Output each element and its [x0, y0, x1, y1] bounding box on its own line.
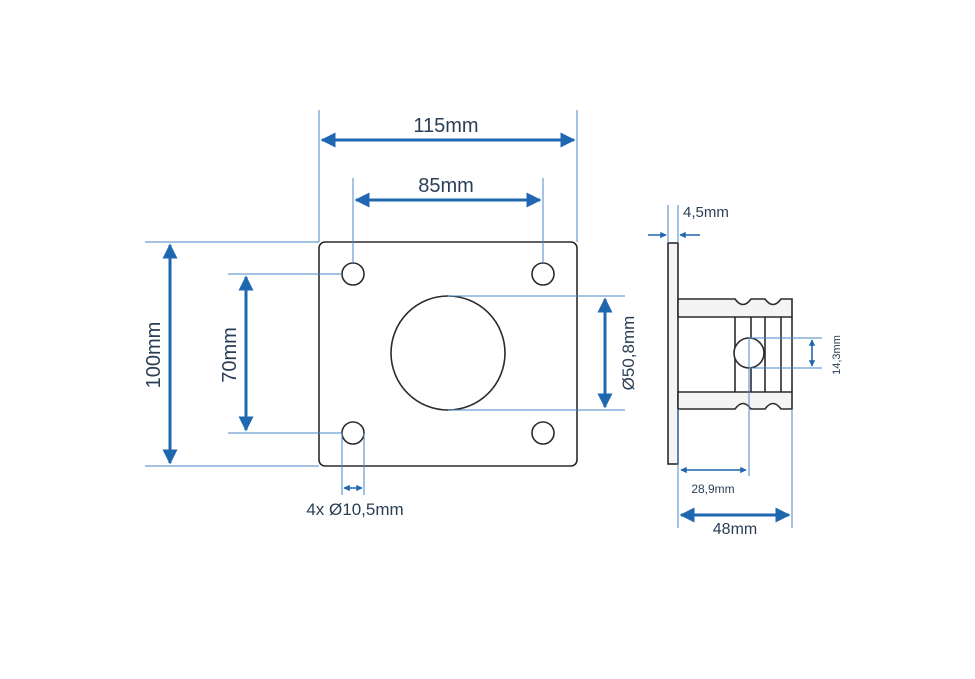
side-extension-lines — [667, 205, 822, 528]
label-side-depth: 48mm — [713, 521, 757, 538]
side-tube-bottom — [677, 391, 793, 410]
label-side-hole-diameter: 14,3mm — [831, 335, 843, 375]
label-mount-holes: 4x Ø10,5mm — [306, 500, 403, 519]
label-side-hole-offset: 28,9mm — [691, 482, 734, 496]
label-height-total: 100mm — [143, 322, 165, 389]
mount-hole-bottom-right — [531, 421, 555, 445]
mount-hole-top-left — [341, 262, 365, 286]
label-height-holes: 70mm — [219, 327, 241, 383]
side-tube-top — [677, 298, 793, 318]
mount-hole-bottom-left — [341, 421, 365, 445]
side-view — [667, 242, 793, 465]
mount-hole-top-right — [531, 262, 555, 286]
front-view — [318, 241, 578, 467]
label-width-holes: 85mm — [418, 175, 474, 197]
front-extension-lines — [145, 110, 625, 495]
center-bore — [390, 295, 506, 411]
label-plate-thickness: 4,5mm — [683, 204, 729, 221]
side-dimension-lines — [648, 231, 816, 523]
front-dimension-lines — [162, 132, 613, 492]
side-plate — [667, 242, 679, 465]
label-center-bore: Ø50,8mm — [619, 316, 638, 391]
label-width-total: 115mm — [413, 115, 478, 137]
